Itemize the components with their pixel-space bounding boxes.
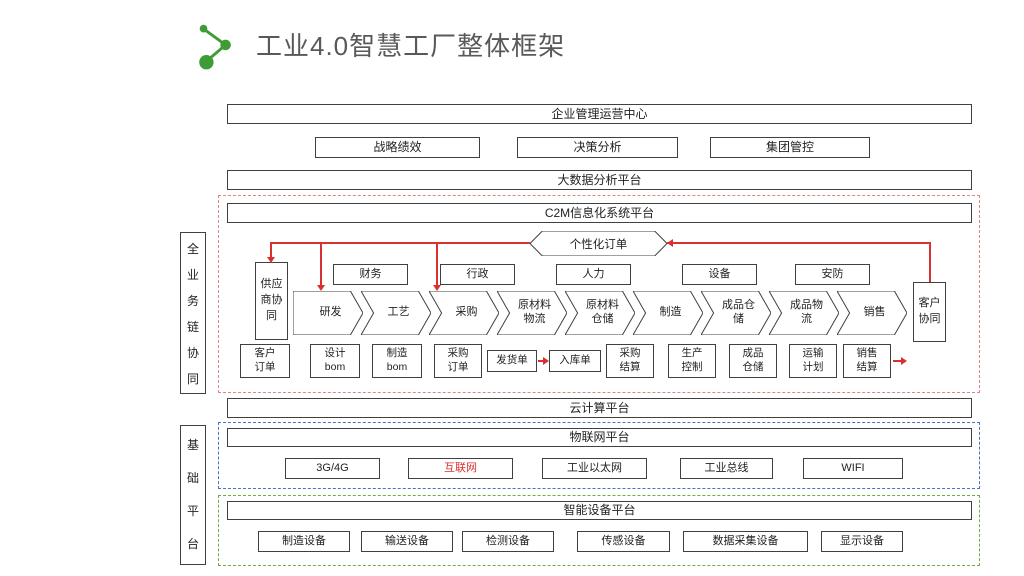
process-step-label: 原材料物流: [518, 299, 551, 325]
box-security: 安防: [795, 264, 870, 285]
box-internet: 互联网: [408, 458, 513, 479]
iot-section-border: [218, 422, 980, 489]
connector-line: [320, 242, 322, 286]
process-step-label: 原材料仓储: [586, 299, 619, 325]
process-step-label: 成品物流: [790, 299, 823, 325]
bar-enterprise-management-center: 企业管理运营中心: [227, 104, 972, 124]
personal-order-label: 个性化订单: [569, 238, 628, 251]
doc-purchase-settlement: 采购结算: [606, 344, 654, 378]
connector-line: [436, 242, 438, 286]
process-step-craft: 工艺: [361, 291, 431, 335]
bar-smart-device-platform: 智能设备平台: [227, 501, 972, 520]
label-business-chain-collaboration: 全业务链协同: [180, 232, 206, 394]
process-step-label: 工艺: [387, 306, 410, 319]
box-finance: 财务: [333, 264, 408, 285]
box-data-collection-device: 数据采集设备: [683, 531, 808, 552]
process-step-finished-warehouse: 成品仓储: [701, 291, 771, 335]
connector-line: [929, 242, 931, 282]
bar-c2m-platform: C2M信息化系统平台: [227, 203, 972, 223]
box-supplier-collaboration: 供应商协同: [255, 262, 288, 340]
bar-iot-platform: 物联网平台: [227, 428, 972, 447]
process-step-label: 销售: [863, 306, 886, 319]
doc-purchase-order: 采购订单: [434, 344, 482, 378]
process-step-finished-logistics: 成品物流: [769, 291, 839, 335]
connector-line: [270, 242, 530, 244]
box-display-device: 显示设备: [821, 531, 903, 552]
doc-transport-plan: 运输计划: [789, 344, 837, 378]
process-step-manufacturing: 制造: [633, 291, 703, 335]
box-conveying-device: 输送设备: [361, 531, 453, 552]
doc-finished-warehouse: 成品仓储: [729, 344, 777, 378]
process-step-raw-logistics: 原材料物流: [497, 291, 567, 335]
bar-bigdata-platform: 大数据分析平台: [227, 170, 972, 190]
box-strategy-performance: 战略绩效: [315, 137, 480, 158]
doc-design-bom: 设计bom: [310, 344, 360, 378]
c2m-section-border: [218, 195, 980, 393]
arrow-down-icon: [317, 285, 325, 291]
connector-line: [667, 242, 930, 244]
doc-production-control: 生产控制: [668, 344, 716, 378]
process-step-raw-warehouse: 原材料仓储: [565, 291, 635, 335]
box-3g4g: 3G/4G: [285, 458, 380, 479]
box-equipment: 设备: [682, 264, 757, 285]
box-inspection-device: 检测设备: [462, 531, 554, 552]
process-step-rd: 研发: [293, 291, 363, 335]
box-wifi: WIFI: [803, 458, 903, 479]
doc-warehouse-receipt: 入库单: [549, 350, 601, 372]
label-foundation-platform: 基础平台: [180, 425, 206, 565]
page-title: 工业4.0智慧工厂整体框架: [256, 31, 566, 61]
box-administration: 行政: [440, 264, 515, 285]
process-step-label: 制造: [659, 306, 682, 319]
arrow-right-icon: [901, 357, 907, 365]
network-dots-icon: [192, 20, 240, 74]
box-decision-analysis: 决策分析: [517, 137, 678, 158]
bar-cloud-platform: 云计算平台: [227, 398, 972, 418]
arrow-down-icon: [433, 285, 441, 291]
box-sensing-device: 传感设备: [577, 531, 670, 552]
connector-line: [538, 360, 544, 362]
connector-line: [270, 242, 272, 258]
connector-line: [893, 360, 902, 362]
arrow-right-icon: [543, 357, 549, 365]
doc-sales-settlement: 销售结算: [843, 344, 891, 378]
personal-order-shape: 个性化订单: [530, 231, 667, 256]
process-step-sales: 销售: [837, 291, 907, 335]
box-customer-collaboration: 客户协同: [913, 282, 946, 342]
doc-manufacturing-bom: 制造bom: [372, 344, 422, 378]
process-step-label: 成品仓储: [722, 299, 755, 325]
box-industrial-bus: 工业总线: [680, 458, 773, 479]
devices-section-border: [218, 495, 980, 566]
arrow-left-icon: [667, 239, 673, 247]
doc-customer-order: 客户订单: [240, 344, 290, 378]
doc-delivery-note: 发货单: [487, 350, 537, 372]
arrow-down-icon: [267, 257, 275, 263]
box-manufacturing-device: 制造设备: [258, 531, 350, 552]
box-industrial-ethernet: 工业以太网: [542, 458, 647, 479]
process-step-purchase: 采购: [429, 291, 499, 335]
process-step-label: 研发: [319, 306, 342, 319]
process-step-label: 采购: [455, 306, 478, 319]
box-human-resources: 人力: [556, 264, 631, 285]
box-group-control: 集团管控: [710, 137, 870, 158]
